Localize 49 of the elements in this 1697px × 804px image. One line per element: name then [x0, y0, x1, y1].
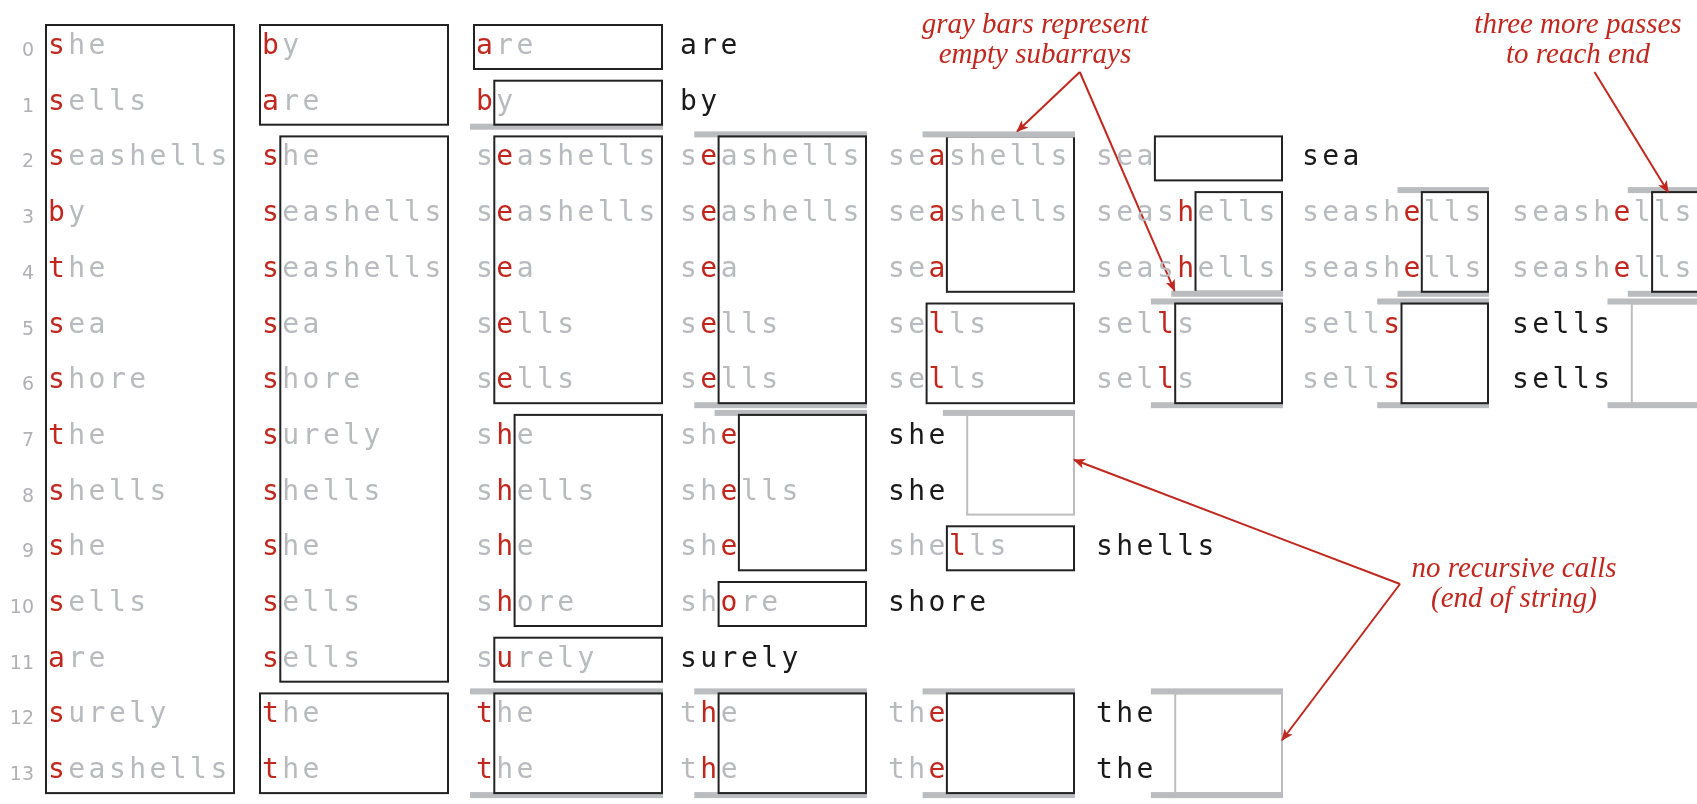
annotation: gray bars represent empty subarrays	[895, 8, 1175, 68]
word: by	[476, 82, 517, 119]
word: sea	[1302, 138, 1363, 175]
word: she	[680, 528, 741, 565]
annotation: no recursive calls (end of string)	[1400, 552, 1628, 612]
row-index: 4	[20, 259, 34, 285]
row-index: 5	[20, 315, 34, 341]
row-index: 1	[20, 92, 34, 118]
word: are	[680, 27, 741, 63]
leader-line	[1593, 71, 1670, 194]
word: seashells	[1302, 249, 1485, 286]
leader-line	[1073, 458, 1401, 585]
word: shells	[680, 472, 802, 509]
row-index: 9	[20, 538, 34, 564]
row-index: 6	[20, 371, 34, 397]
word: sells	[1512, 361, 1614, 398]
empty-subarray-box	[1174, 692, 1283, 795]
leader-line	[1078, 71, 1176, 292]
leader-line	[1281, 583, 1401, 742]
empty-subarray-bar	[1171, 290, 1283, 297]
empty-subarray-box	[966, 413, 1075, 516]
row-index: 3	[20, 204, 34, 230]
word: by	[262, 27, 303, 63]
word: the	[888, 751, 949, 788]
leader-line	[1016, 71, 1081, 133]
annotation: three more passes to reach end	[1460, 8, 1696, 68]
word: she	[888, 416, 949, 453]
row-index: 8	[20, 482, 34, 508]
word: shells	[1096, 528, 1218, 565]
word: by	[48, 194, 89, 231]
row-index: 11	[8, 649, 34, 675]
row-index: 2	[20, 148, 34, 174]
row-index: 10	[8, 594, 34, 619]
word: the	[1096, 695, 1157, 732]
word: the	[1096, 751, 1157, 788]
row-index: 12	[8, 705, 34, 731]
word: shore	[888, 584, 990, 620]
word: sea	[888, 249, 949, 286]
row-index: 13	[8, 761, 34, 787]
word: she	[680, 416, 741, 453]
word: the	[888, 695, 949, 732]
word: she	[888, 472, 949, 509]
word: seashells	[1302, 194, 1485, 231]
empty-subarray-bar	[922, 131, 1075, 138]
word: sells	[1512, 305, 1614, 342]
word: surely	[680, 639, 802, 676]
word: by	[680, 82, 721, 119]
row-index: 0	[20, 37, 34, 62]
row-index: 7	[20, 426, 34, 452]
